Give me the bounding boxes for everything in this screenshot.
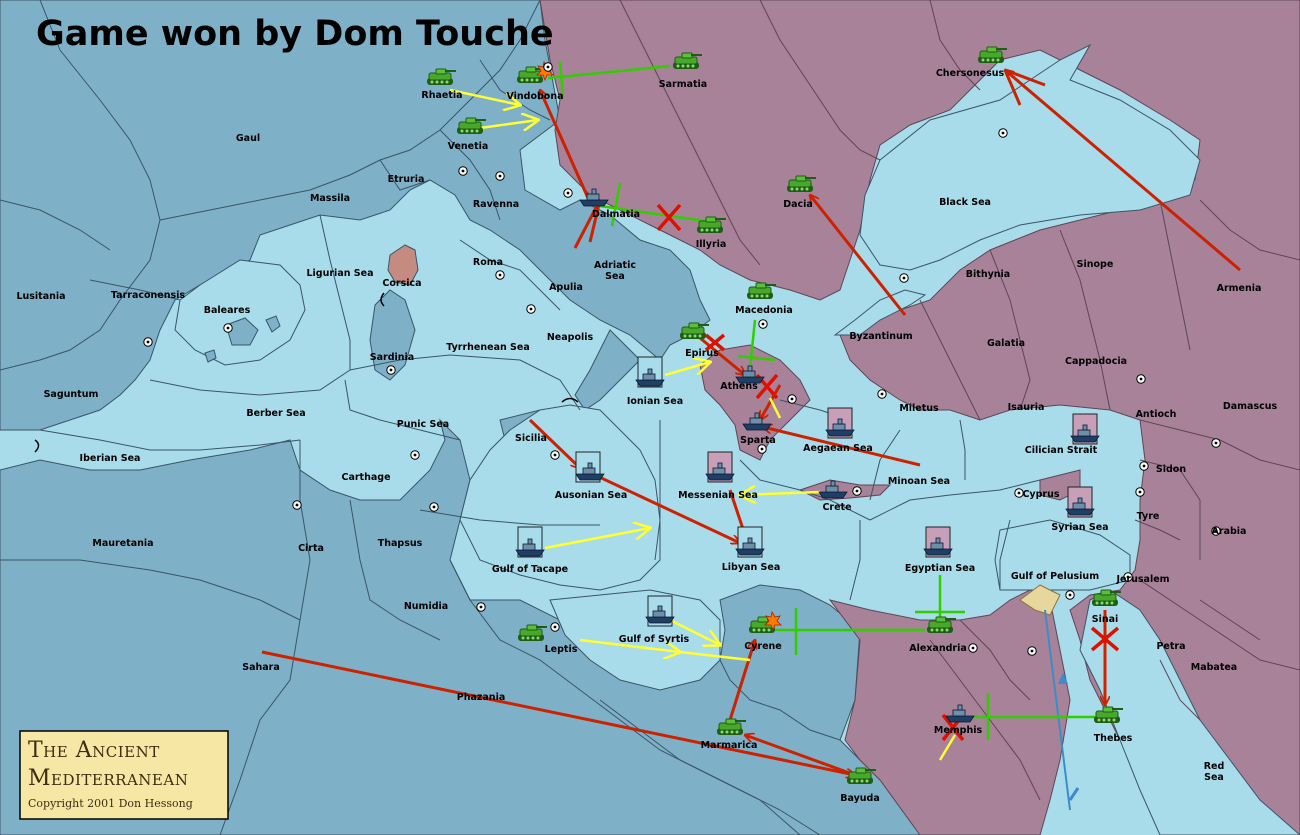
sea-borders <box>39 214 1041 601</box>
svg-text:Damascus: Damascus <box>1223 401 1278 412</box>
svg-text:Punic Sea: Punic Sea <box>397 419 449 430</box>
svg-text:Alexandria: Alexandria <box>909 643 967 654</box>
svg-text:Massila: Massila <box>310 193 350 204</box>
svg-text:Memphis: Memphis <box>934 725 983 736</box>
svg-text:Sicilia: Sicilia <box>515 433 547 444</box>
svg-text:Cirta: Cirta <box>298 543 324 554</box>
svg-text:Ravenna: Ravenna <box>473 199 519 210</box>
svg-text:Chersonesus: Chersonesus <box>936 68 1005 79</box>
svg-text:Crete: Crete <box>822 502 851 513</box>
svg-text:Leptis: Leptis <box>545 644 578 655</box>
map-decorations <box>34 292 579 453</box>
svg-text:Mauretania: Mauretania <box>92 538 153 549</box>
svg-text:Iberian Sea: Iberian Sea <box>80 453 141 464</box>
svg-text:Ausonian Sea: Ausonian Sea <box>555 490 628 501</box>
purple-land-borders <box>619 0 1300 801</box>
svg-text:Sardinia: Sardinia <box>370 352 414 363</box>
svg-text:Gulf of Tacape: Gulf of Tacape <box>492 564 568 575</box>
svg-text:Petra: Petra <box>1156 641 1185 652</box>
svg-text:Sea: Sea <box>1204 772 1224 783</box>
svg-text:Gulf of Syrtis: Gulf of Syrtis <box>619 634 690 645</box>
svg-text:Cilician Strait: Cilician Strait <box>1025 445 1098 456</box>
svg-text:Dalmatia: Dalmatia <box>592 209 640 220</box>
svg-text:Black Sea: Black Sea <box>939 197 991 208</box>
logo-copyright: Copyright 2001 Don Hessong <box>28 797 193 810</box>
svg-text:Apulia: Apulia <box>549 282 583 293</box>
svg-text:Tyrrhenean Sea: Tyrrhenean Sea <box>446 342 530 353</box>
territory-labels: Rhaetia Vindobona Sarmatia Chersonesus V… <box>16 68 1277 804</box>
svg-text:Red: Red <box>1204 761 1225 772</box>
svg-text:Cyrene: Cyrene <box>744 641 782 652</box>
svg-text:Cappadocia: Cappadocia <box>1065 356 1127 367</box>
support-orders <box>449 88 957 761</box>
svg-text:Messenian Sea: Messenian Sea <box>678 490 758 501</box>
nile-delta <box>1019 584 1071 811</box>
inner-waters <box>174 43 1300 835</box>
svg-text:Syrian Sea: Syrian Sea <box>1051 522 1108 533</box>
svg-text:Sinope: Sinope <box>1077 259 1114 270</box>
svg-text:Venetia: Venetia <box>448 141 489 152</box>
svg-text:Gulf of Pelusium: Gulf of Pelusium <box>1011 571 1099 582</box>
svg-text:Byzantinum: Byzantinum <box>849 331 912 342</box>
svg-text:Mabatea: Mabatea <box>1191 662 1237 673</box>
svg-text:Macedonia: Macedonia <box>735 305 793 316</box>
svg-text:Sidon: Sidon <box>1156 464 1186 475</box>
svg-text:Roma: Roma <box>473 257 503 268</box>
svg-text:Bithynia: Bithynia <box>966 269 1010 280</box>
svg-text:Baleares: Baleares <box>204 305 251 316</box>
logo-line1: The Ancient <box>28 738 160 763</box>
svg-text:Minoan Sea: Minoan Sea <box>888 476 950 487</box>
svg-text:Vindobona: Vindobona <box>506 91 563 102</box>
svg-text:Isauria: Isauria <box>1008 402 1045 413</box>
logo-line2: Mediterranean <box>28 766 188 791</box>
svg-text:Jerusalem: Jerusalem <box>1115 574 1169 585</box>
svg-text:Arabia: Arabia <box>1212 526 1247 537</box>
svg-text:Antioch: Antioch <box>1136 409 1177 420</box>
svg-text:Sahara: Sahara <box>242 662 280 673</box>
svg-text:Lusitania: Lusitania <box>16 291 65 302</box>
svg-text:Corsica: Corsica <box>382 278 421 289</box>
hold-orders <box>547 61 1095 740</box>
svg-text:Illyria: Illyria <box>696 239 727 250</box>
svg-text:Carthage: Carthage <box>341 472 390 483</box>
svg-text:Sparta: Sparta <box>740 435 776 446</box>
svg-text:Phazania: Phazania <box>457 692 506 703</box>
svg-text:Armenia: Armenia <box>1217 283 1262 294</box>
game-result-title: Game won by Dom Touche <box>36 14 554 54</box>
svg-text:Sinai: Sinai <box>1092 614 1119 625</box>
svg-text:Galatia: Galatia <box>987 338 1025 349</box>
svg-text:Bayuda: Bayuda <box>840 793 880 804</box>
svg-text:Marmarica: Marmarica <box>701 740 758 751</box>
svg-text:Epirus: Epirus <box>685 348 719 359</box>
svg-text:Adriatic: Adriatic <box>594 260 636 271</box>
svg-text:Ionian Sea: Ionian Sea <box>627 396 683 407</box>
svg-text:Rhaetia: Rhaetia <box>421 90 462 101</box>
svg-text:Etruria: Etruria <box>388 174 425 185</box>
svg-text:Athens: Athens <box>720 381 758 392</box>
svg-text:Tarraconensis: Tarraconensis <box>111 290 185 301</box>
svg-text:Aegaean Sea: Aegaean Sea <box>803 443 873 454</box>
svg-text:Numidia: Numidia <box>404 601 448 612</box>
svg-text:Tyre: Tyre <box>1137 511 1160 522</box>
svg-text:Thapsus: Thapsus <box>378 538 423 549</box>
svg-text:Neapolis: Neapolis <box>547 332 594 343</box>
svg-text:Gaul: Gaul <box>236 133 260 144</box>
svg-text:Libyan Sea: Libyan Sea <box>722 562 780 573</box>
svg-text:Saguntum: Saguntum <box>44 389 99 400</box>
svg-text:Ligurian Sea: Ligurian Sea <box>307 268 374 279</box>
svg-text:Cyprus: Cyprus <box>1022 489 1059 500</box>
svg-text:Miletus: Miletus <box>899 403 939 414</box>
nile-arrows <box>1058 672 1080 801</box>
svg-text:Sea: Sea <box>605 271 625 282</box>
svg-text:Dacia: Dacia <box>783 199 813 210</box>
svg-text:Berber Sea: Berber Sea <box>246 408 305 419</box>
svg-text:Egyptian Sea: Egyptian Sea <box>905 563 975 574</box>
move-orders <box>261 70 1241 775</box>
islands <box>204 244 927 363</box>
land-borders <box>0 0 821 835</box>
svg-text:Thebes: Thebes <box>1094 733 1133 744</box>
svg-text:Sarmatia: Sarmatia <box>659 79 707 90</box>
game-logo: The Ancient Mediterranean Copyright 2001… <box>19 730 229 820</box>
